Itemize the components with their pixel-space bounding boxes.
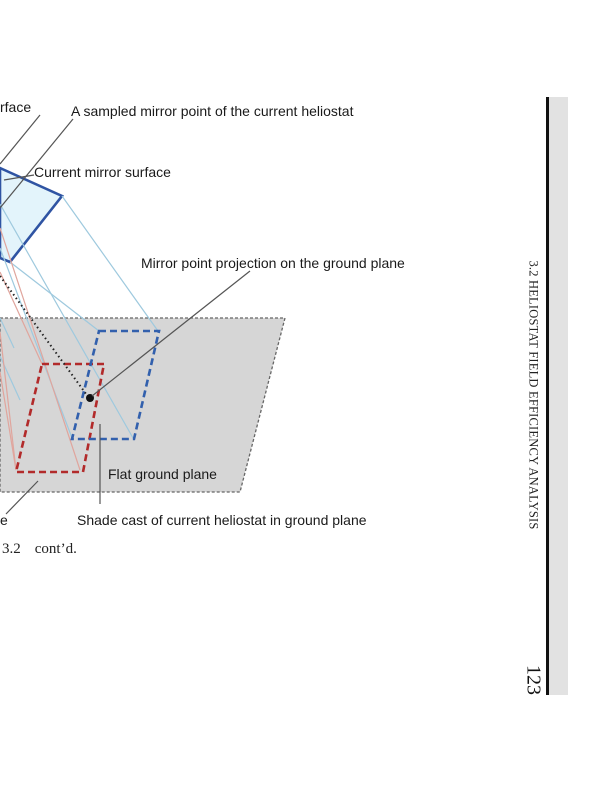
ray bbox=[0, 247, 73, 439]
margin-rule bbox=[546, 97, 549, 695]
previous-heliostat-shade-outline bbox=[14, 362, 106, 474]
ray bbox=[0, 227, 81, 471]
label-current-mirror-surface: Current mirror surface bbox=[34, 164, 171, 180]
label-flat-ground-plane: Flat ground plane bbox=[108, 466, 217, 482]
ray bbox=[61, 195, 159, 332]
current-heliostat-shade-outline bbox=[70, 329, 161, 441]
light-red-rays bbox=[0, 227, 81, 471]
ray bbox=[0, 203, 134, 439]
ray bbox=[0, 317, 15, 349]
figure-caption: 3.2 cont’d. bbox=[2, 541, 77, 558]
label-mirror-point-projection: Mirror point projection on the ground pl… bbox=[141, 255, 405, 271]
page-number: 123 bbox=[522, 665, 545, 695]
leader-sampled-point bbox=[0, 118, 74, 209]
ray bbox=[0, 331, 17, 471]
ray bbox=[9, 261, 100, 332]
label-shade-cast: Shade cast of current heliostat in groun… bbox=[77, 512, 367, 528]
label-prev-surface-fragment: rface bbox=[0, 99, 31, 115]
label-left-fragment: e bbox=[0, 512, 8, 528]
light-blue-rays bbox=[0, 195, 159, 439]
caption-number: 3.2 bbox=[2, 541, 21, 557]
leader-projection bbox=[91, 270, 251, 397]
leader-left bbox=[5, 480, 39, 515]
label-sampled-mirror-point: A sampled mirror point of the current he… bbox=[71, 103, 354, 119]
leader-lines bbox=[0, 114, 251, 515]
ray bbox=[0, 371, 17, 471]
ray bbox=[0, 271, 43, 365]
margin-strip bbox=[548, 97, 568, 695]
leader-current-mirror bbox=[3, 174, 35, 181]
current-mirror-surface bbox=[0, 166, 65, 264]
caption-text: cont’d. bbox=[34, 541, 77, 557]
running-head: 3.2 HELIOSTAT FIELD EFFICIENCY ANALYSIS bbox=[526, 260, 541, 530]
leader-prev-surface bbox=[0, 114, 41, 165]
